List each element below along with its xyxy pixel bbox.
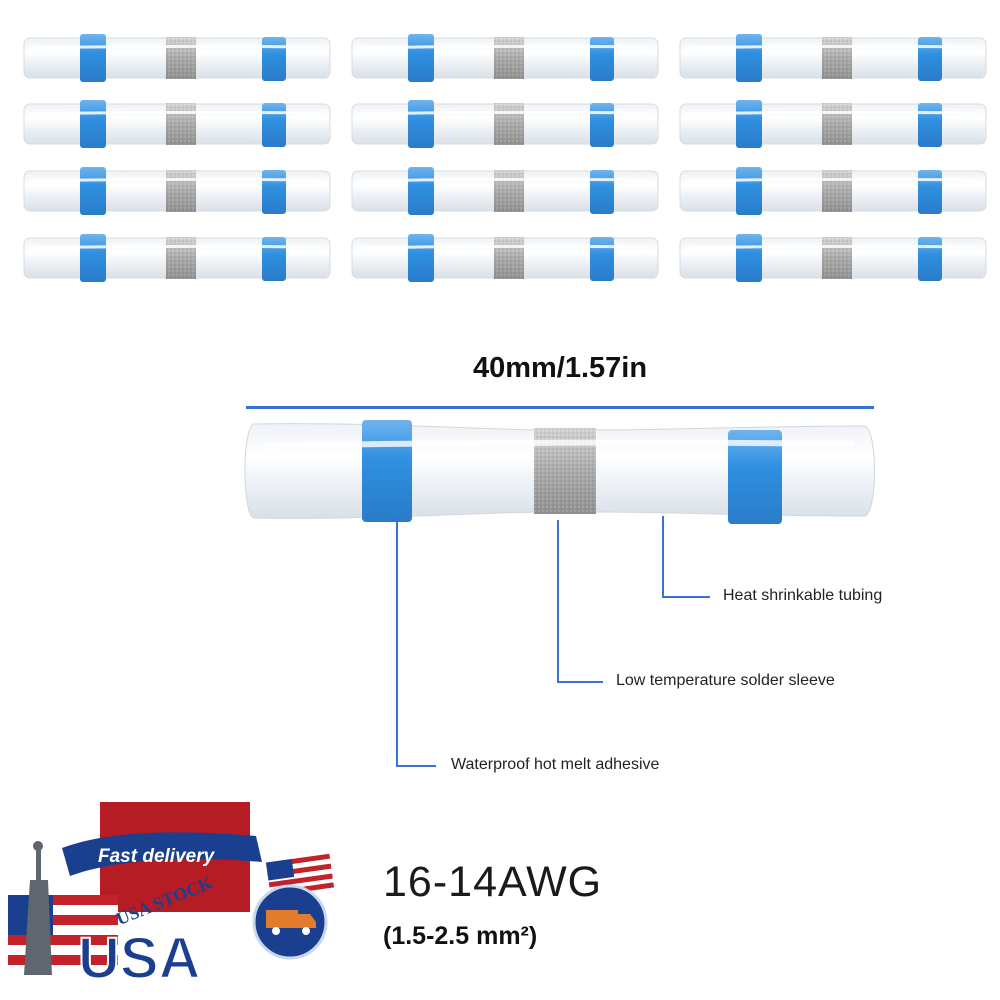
small-connector (351, 100, 659, 148)
usa-letters: USA (78, 926, 200, 990)
small-connector (23, 234, 331, 282)
statue-of-liberty-icon (24, 841, 52, 975)
small-connector (679, 234, 987, 282)
callout-solder: Low temperature solder sleeve (616, 672, 835, 689)
leader-tubing-horizontal (662, 596, 710, 598)
product-grid (0, 0, 1000, 300)
delivery-truck-icon (252, 884, 328, 960)
delivery-banner (62, 832, 262, 876)
dimension-label: 40mm/1.57in (472, 352, 648, 384)
dimension-line (246, 406, 874, 409)
large-connector-image (244, 420, 875, 524)
callout-adhesive: Waterproof hot melt adhesive (451, 756, 660, 773)
callout-tubing: Heat shrinkable tubing (723, 587, 883, 604)
leader-adhesive-vertical (396, 516, 398, 766)
banner-text: Fast delivery (98, 846, 216, 867)
small-connector (351, 34, 659, 82)
leader-solder-vertical (557, 520, 559, 682)
small-connector (679, 100, 987, 148)
small-connector (351, 167, 659, 215)
wire-area-label: (1.5-2.5 mm²) (383, 922, 538, 950)
small-connector (679, 34, 987, 82)
small-connector (23, 167, 331, 215)
small-connector (23, 34, 331, 82)
small-connector (23, 100, 331, 148)
leader-adhesive-horizontal (396, 765, 436, 767)
small-connector (351, 234, 659, 282)
small-connector (679, 167, 987, 215)
leader-tubing-vertical (662, 516, 664, 597)
wire-gauge-label: 16-14AWG (383, 858, 603, 906)
usa-stock-badge: Fast delivery USA STOCK USA (8, 802, 335, 990)
leader-solder-horizontal (557, 681, 603, 683)
